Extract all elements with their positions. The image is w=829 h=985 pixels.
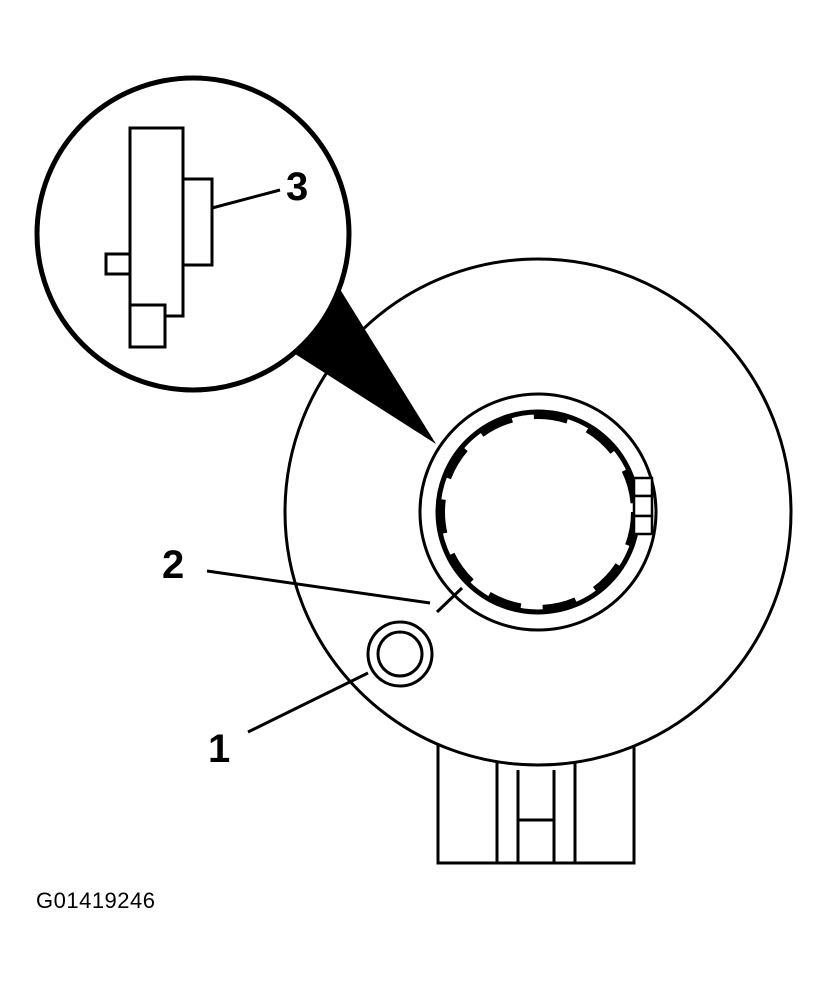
alignment-mark xyxy=(435,586,464,614)
bore-tab xyxy=(632,476,654,536)
leader-line-1 xyxy=(247,671,369,734)
figure-id: G01419246 xyxy=(36,888,156,913)
leader-lines xyxy=(206,188,431,734)
mounting-hole xyxy=(366,620,434,688)
inset-part-profile xyxy=(104,126,214,349)
callout-1: 1 xyxy=(208,727,230,771)
magnifier-wedge xyxy=(292,286,436,444)
leader-line-2 xyxy=(206,569,431,605)
leader-line-3 xyxy=(211,188,281,210)
callout-3: 3 xyxy=(286,165,308,209)
callout-2: 2 xyxy=(162,543,184,587)
